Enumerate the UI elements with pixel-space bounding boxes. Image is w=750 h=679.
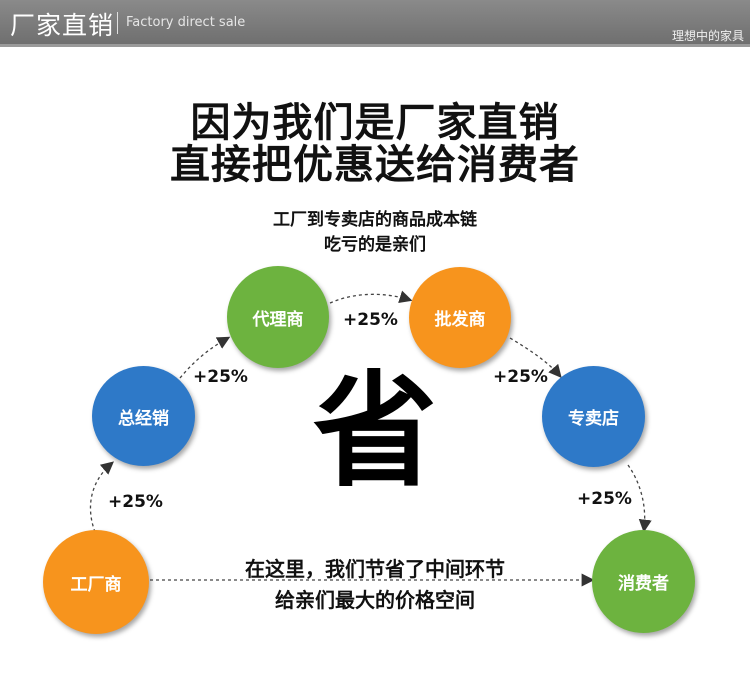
node-consumer: 消费者 [592, 530, 695, 633]
note-line-2: 吃亏的是亲们 [324, 235, 426, 255]
savings-line-1: 在这里，我们节省了中间环节 [245, 557, 505, 581]
header-title: 厂家直销 [10, 11, 115, 40]
markup-label-3: +25% [343, 310, 398, 330]
markup-label-1: +25% [108, 492, 163, 512]
arrow-factory-distributor [89, 461, 114, 533]
markup-label-2: +25% [193, 367, 248, 387]
arrow-distributor-agent [179, 336, 231, 379]
arrow-store-consumer [627, 464, 652, 533]
node-distributor: 总经销 [92, 366, 195, 466]
header-subtitle: Factory direct sale [126, 15, 246, 30]
node-factory: 工厂商 [43, 530, 149, 634]
arrow-agent-wholesaler [329, 290, 413, 304]
note-line-1: 工厂到专卖店的商品成本链 [273, 210, 477, 230]
savings-line-2: 给亲们最大的价格空间 [275, 588, 475, 612]
header-bar: 厂家直销 Factory direct sale 理想中的家具 [0, 0, 750, 44]
header-rule [0, 44, 750, 47]
node-wholesaler: 批发商 [409, 267, 511, 368]
node-store: 专卖店 [542, 366, 645, 467]
header-divider [117, 12, 118, 34]
markup-label-5: +25% [577, 489, 632, 509]
headline-line-1: 因为我们是厂家直销 [190, 100, 560, 146]
header-brand: 理想中的家具 [671, 29, 744, 43]
headline-line-2: 直接把优惠送给消费者 [170, 142, 580, 188]
node-agent: 代理商 [227, 266, 329, 368]
markup-label-4: +25% [493, 367, 548, 387]
save-character: 省 [312, 360, 437, 504]
